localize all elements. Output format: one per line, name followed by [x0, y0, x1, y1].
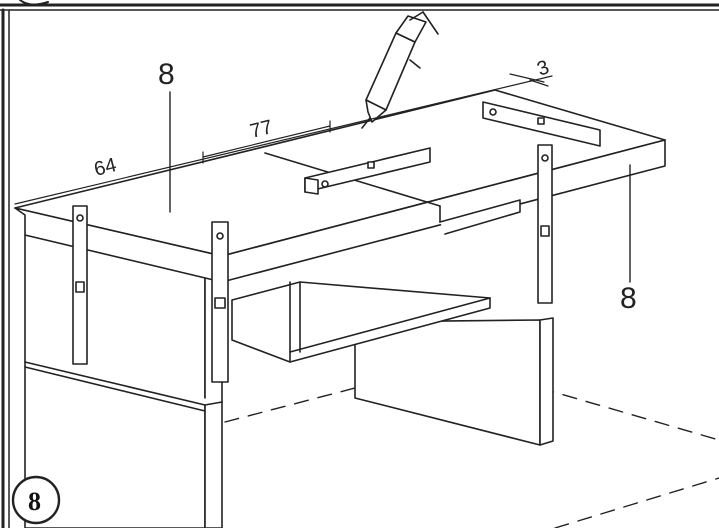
part-label-right: 8	[620, 282, 637, 315]
spirit-level-icon	[304, 147, 431, 195]
glue-gun-icon	[361, 11, 439, 129]
dimension-77: 77	[248, 116, 275, 143]
right-support-panel	[354, 317, 554, 446]
step-badge: 8	[11, 475, 61, 525]
clamp-center	[211, 221, 229, 383]
part-label-left: 8	[158, 58, 175, 91]
dimension-3: 3	[534, 56, 552, 80]
dimension-64: 64	[92, 154, 119, 181]
left-cabinet	[24, 234, 223, 528]
clamp-right	[537, 144, 553, 304]
floor-outline	[69, 387, 719, 528]
step-number: 8	[28, 487, 41, 516]
tabletop	[14, 89, 666, 283]
shelf	[231, 281, 491, 363]
clamp-left	[72, 205, 88, 365]
dimension-lines	[14, 73, 553, 205]
leader-lines	[169, 91, 631, 283]
spirit-level-icon	[482, 101, 601, 147]
